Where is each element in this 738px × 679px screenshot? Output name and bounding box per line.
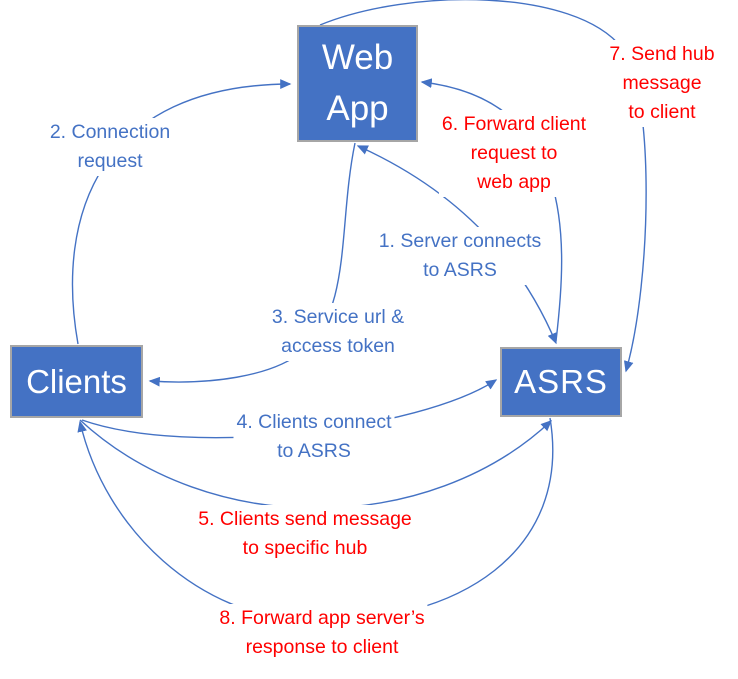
node-web-app: Web App <box>297 25 418 142</box>
label-line: response to client <box>245 636 399 658</box>
label-line: message <box>622 72 702 94</box>
label-step-4: 4. Clients connect to ASRS <box>233 408 395 466</box>
label-line: to ASRS <box>277 440 351 462</box>
label-step-3: 3. Service url & access token <box>268 303 408 361</box>
label-line: access token <box>281 335 395 357</box>
node-asrs-label: ASRS <box>514 363 608 400</box>
label-line: to ASRS <box>423 259 497 281</box>
label-line: to specific hub <box>242 537 368 559</box>
label-line: request to <box>470 142 558 164</box>
label-step-1: 1. Server connects to ASRS <box>375 227 545 285</box>
node-clients: Clients <box>10 345 143 418</box>
node-asrs: ASRS <box>500 347 622 417</box>
label-step-6: 6. Forward client request to web app <box>438 110 590 197</box>
node-web-app-label: Web App <box>321 37 394 128</box>
label-line: 6. Forward client <box>441 113 587 135</box>
label-line: 8. Forward app server’s <box>219 607 425 629</box>
label-line: 4. Clients connect <box>236 411 392 433</box>
label-step-8: 8. Forward app server’s response to clie… <box>216 604 428 662</box>
label-step-7: 7. Send hub message to client <box>606 40 718 127</box>
label-line: 2. Connection <box>49 121 171 143</box>
node-clients-label: Clients <box>26 362 127 400</box>
label-line: 5. Clients send message <box>198 508 412 530</box>
label-line: 7. Send hub <box>609 43 715 65</box>
label-step-5: 5. Clients send message to specific hub <box>195 505 415 563</box>
label-line: 1. Server connects <box>378 230 542 252</box>
label-step-2: 2. Connection request <box>46 118 174 176</box>
label-line: request <box>77 150 143 172</box>
label-line: to client <box>628 101 696 123</box>
label-line: 3. Service url & <box>271 306 405 328</box>
label-line: web app <box>477 171 551 193</box>
